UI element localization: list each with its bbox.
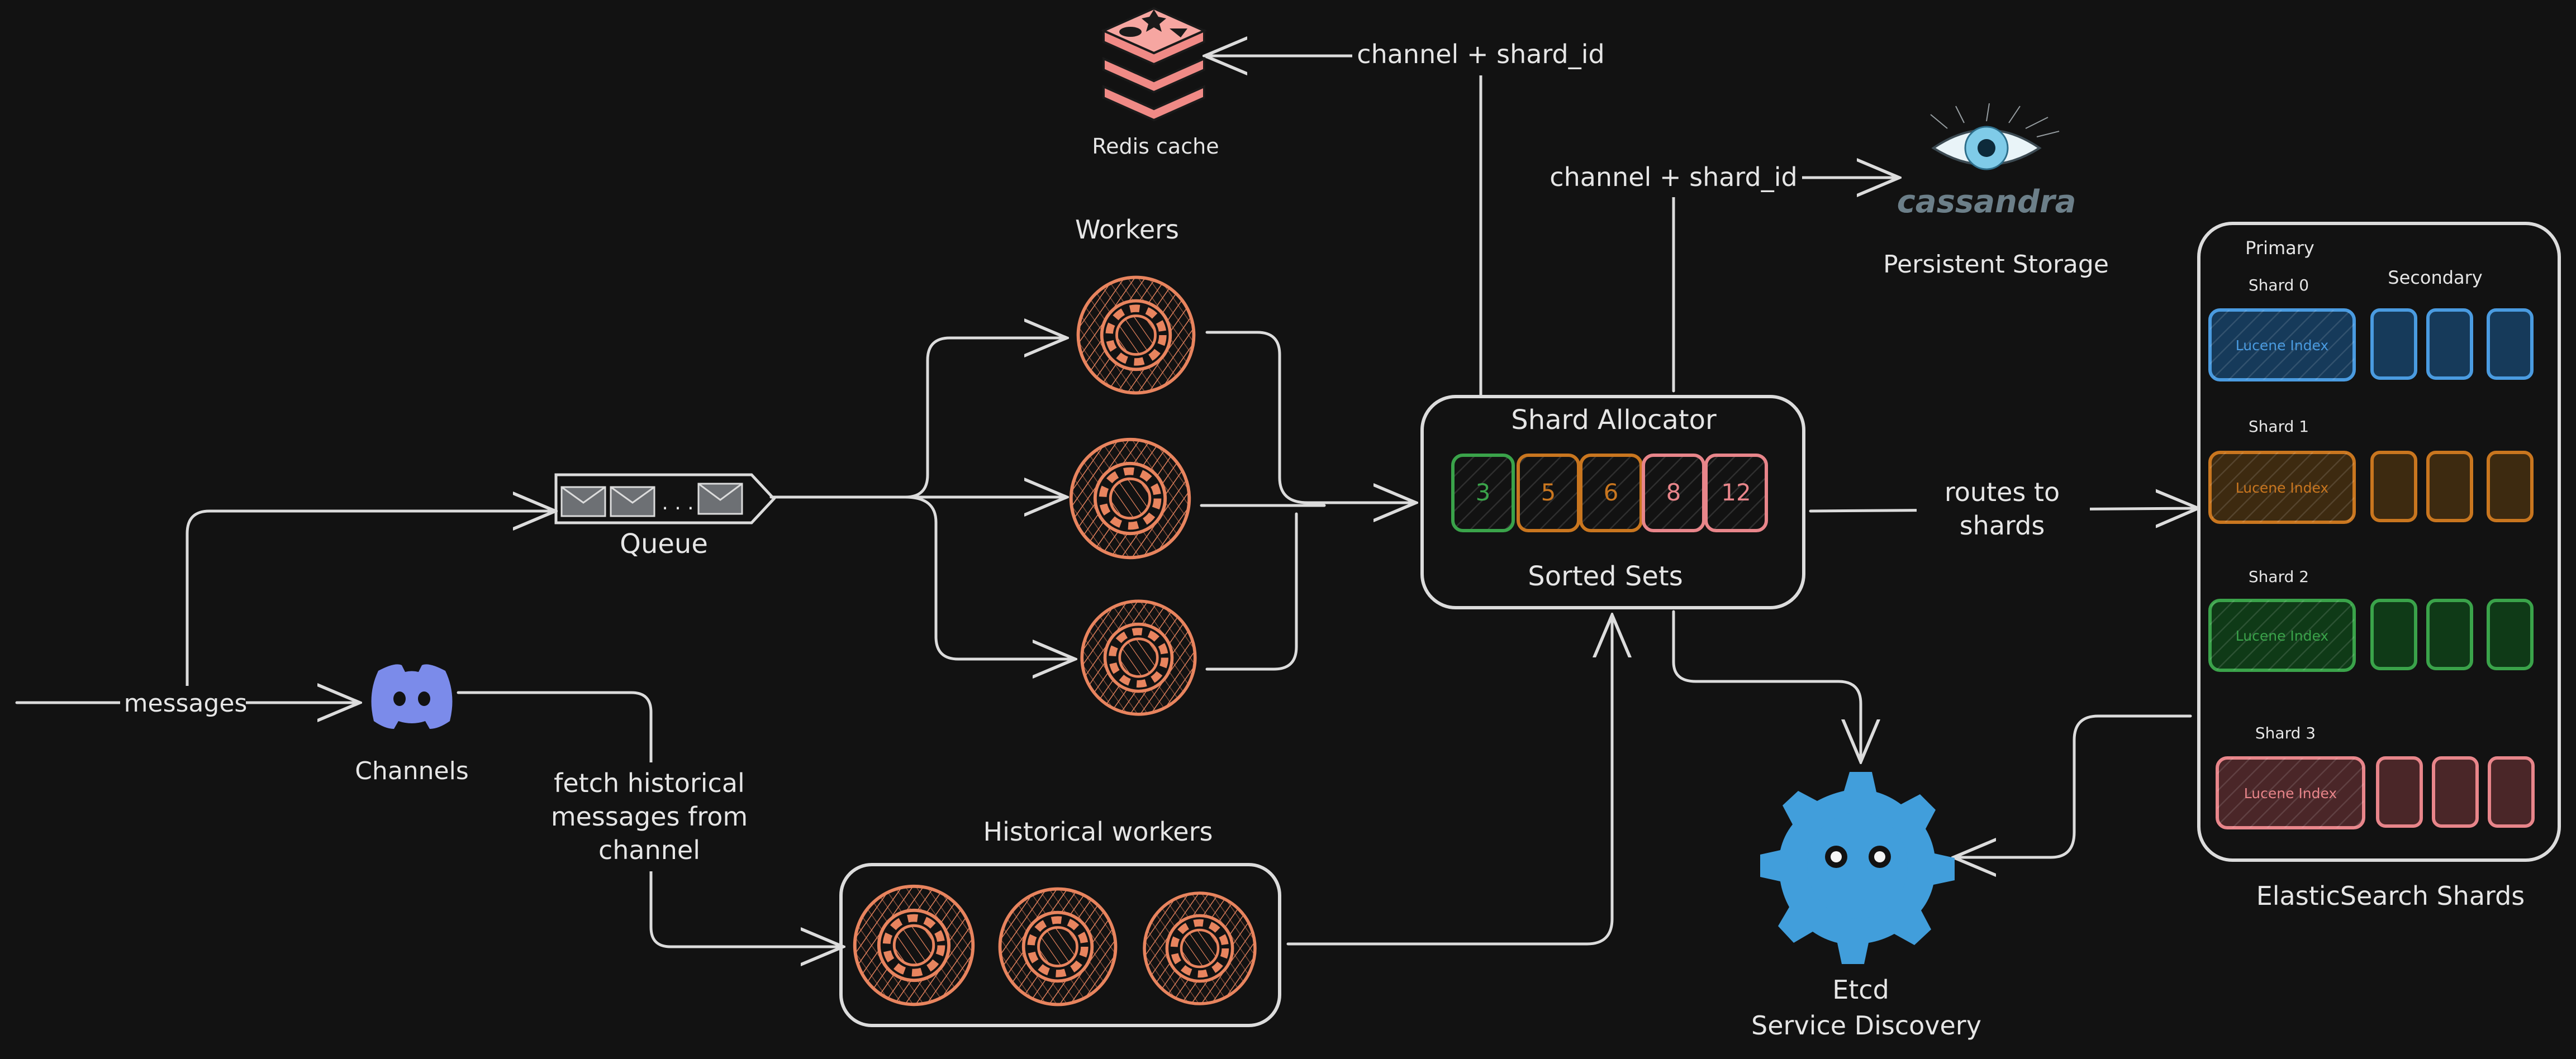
secondary-replica (2376, 756, 2423, 828)
es-shard-row: Shard 2 Lucene Index (2208, 567, 2534, 672)
fetch-label-3: channel (598, 835, 700, 865)
queue-to-worker1-arrow (769, 338, 1064, 499)
shard-allocator-box (1420, 395, 1805, 609)
fetch-label-bg (539, 762, 763, 871)
worker-2 (1071, 440, 1190, 558)
es-shard-row: Shard 0 Lucene Index (2208, 276, 2534, 381)
routes-to-label-1: routes to (1945, 477, 2060, 507)
sorted-set-cell: 12 (1704, 454, 1768, 532)
secondary-label: Secondary (2388, 267, 2482, 288)
historical-workers-label: Historical workers (983, 817, 1213, 847)
sorted-sets-label: Sorted Sets (1528, 561, 1683, 592)
sorted-sets-group: 3 5 6 8 12 (1451, 454, 1768, 532)
queue-dots: . . . (662, 492, 693, 514)
queue-to-worker3-arrow (904, 495, 1073, 659)
worker-1 (1078, 278, 1194, 393)
envelope-icon (610, 486, 655, 517)
secondary-replica (2487, 599, 2534, 670)
secondary-replica (2426, 599, 2473, 670)
channel-shard-mid-bg (1545, 159, 1802, 197)
channel-shard-top-bg (1352, 36, 1609, 75)
secondary-replica (2426, 308, 2473, 380)
primary-index-hatch (2217, 758, 2364, 828)
elasticsearch-shards-box (2197, 222, 2561, 862)
worker1-to-allocator-arrow (1205, 331, 1414, 503)
primary-index-hatch (2210, 310, 2354, 380)
sorted-set-value: 5 (1541, 479, 1556, 506)
allocator-to-cassandra-arrow (1672, 178, 1897, 393)
discord-icon (371, 664, 453, 729)
queue-label: Queue (620, 528, 708, 560)
sorted-set-value: 6 (1604, 479, 1619, 506)
sorted-set-value: 12 (1721, 479, 1751, 506)
historical-worker-3 (1144, 893, 1255, 1004)
sorted-set-cell: 5 (1517, 454, 1580, 532)
primary-index-hatch (2210, 600, 2354, 670)
workers-label: Workers (1075, 214, 1179, 245)
queue: . . . (554, 473, 776, 524)
redis-icon (1101, 7, 1207, 122)
secondary-replica (2487, 308, 2534, 380)
historical-worker-2 (1000, 889, 1116, 1005)
secondary-replica (2426, 451, 2473, 522)
sorted-set-cell: 6 (1579, 454, 1643, 532)
persistent-storage-label: Persistent Storage (1883, 250, 2109, 279)
redis-cache-label: Redis cache (1092, 134, 1219, 159)
secondary-replica (2432, 756, 2479, 828)
secondary-replica (2370, 599, 2417, 670)
worker3-to-allocator-line (1205, 512, 1298, 671)
cassandra-wordmark: cassandra (1897, 184, 2076, 220)
envelope-icon (697, 483, 743, 515)
etcd-icon (1760, 772, 1955, 964)
shard-allocator-title: Shard Allocator (1511, 404, 1717, 436)
primary-index-hatch (2210, 452, 2354, 522)
es-to-etcd-arrow (1956, 714, 2192, 857)
allocator-to-redis-arrow (1207, 56, 1482, 397)
secondary-replica (2370, 451, 2417, 522)
messages-label: messages (124, 689, 248, 718)
lucene-index-label: Lucene Index (2236, 337, 2328, 354)
routes-to-bg (1917, 472, 2090, 547)
worker-3 (1082, 601, 1195, 714)
etcd-label: Etcd (1832, 975, 1889, 1005)
shard-name: Shard 2 (2249, 567, 2309, 586)
primary-label: Primary (2245, 237, 2314, 259)
channel-shard-mid-label: channel + shard_id (1550, 162, 1797, 192)
secondary-replica (2487, 451, 2534, 522)
messages-label-bg (120, 686, 246, 719)
historical-worker-1 (855, 886, 973, 1005)
channel-shard-top-label: channel + shard_id (1357, 39, 1604, 69)
lucene-index-label: Lucene Index (2236, 480, 2328, 496)
secondary-replica (2488, 756, 2535, 828)
es-shard-row: Shard 3 Lucene Index (2216, 724, 2535, 829)
routes-to-label-2: shards (1960, 511, 2045, 541)
secondary-replica (2370, 308, 2417, 380)
shard-name: Shard 0 (2249, 276, 2309, 294)
lucene-index-label: Lucene Index (2236, 628, 2328, 644)
historical-to-allocator-arrow (1286, 617, 1612, 946)
sorted-set-value: 3 (1476, 479, 1491, 506)
sorted-set-cell: 3 (1451, 454, 1515, 532)
allocator-to-etcd-arrow (1672, 610, 1861, 760)
sorted-set-cell: 8 (1642, 454, 1705, 532)
lucene-index-label: Lucene Index (2244, 785, 2337, 802)
es-shard-row: Shard 1 Lucene Index (2208, 417, 2534, 524)
shard-name: Shard 3 (2255, 724, 2316, 742)
fetch-label-1: fetch historical (554, 768, 745, 798)
sorted-set-value: 8 (1666, 479, 1681, 506)
channels-label: Channels (355, 757, 469, 785)
envelope-icon (560, 486, 606, 517)
fetch-label-2: messages from (551, 802, 748, 832)
service-discovery-label: Service Discovery (1751, 1010, 1981, 1041)
messages-to-queue-arrow (186, 511, 553, 704)
historical-workers-box (839, 863, 1281, 1027)
cassandra-icon: cassandra (1897, 103, 2076, 220)
es-shards-label: ElasticSearch Shards (2256, 881, 2525, 911)
shard-name: Shard 1 (2249, 417, 2309, 436)
